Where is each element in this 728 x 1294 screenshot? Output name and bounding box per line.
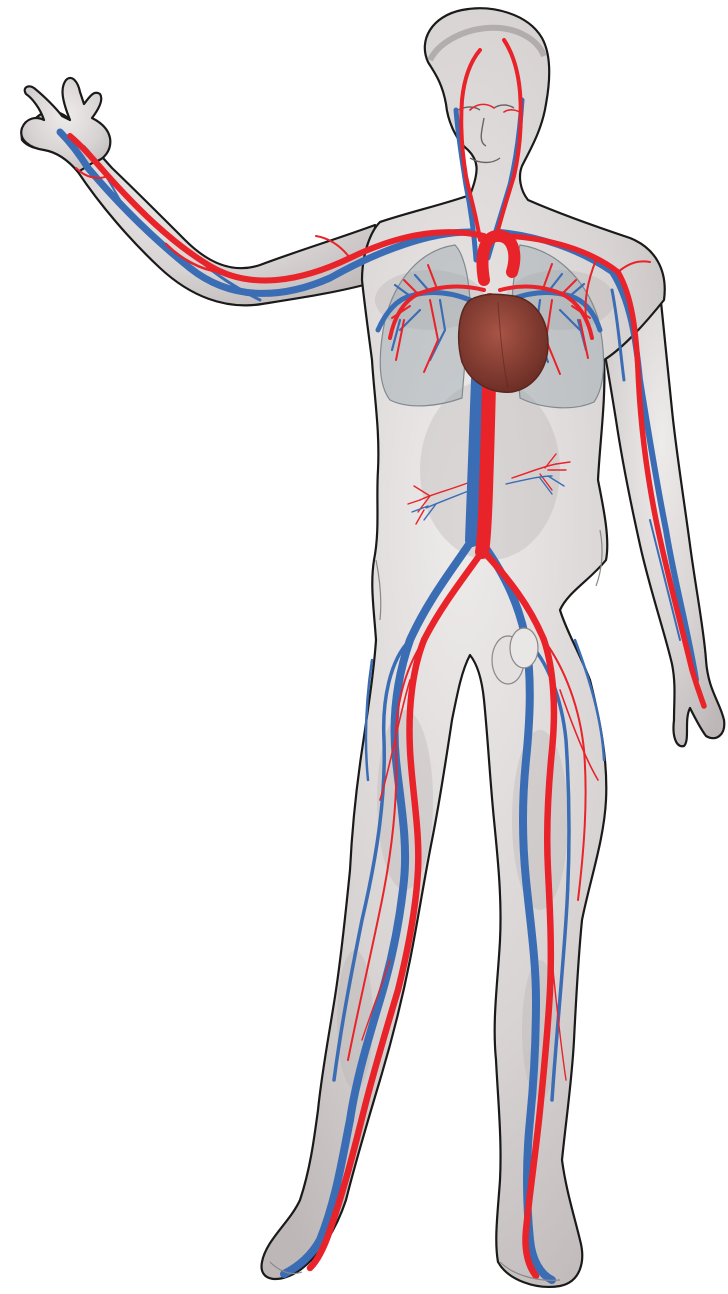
heart xyxy=(459,294,548,392)
torso xyxy=(262,8,665,1287)
right-hand xyxy=(21,78,110,172)
